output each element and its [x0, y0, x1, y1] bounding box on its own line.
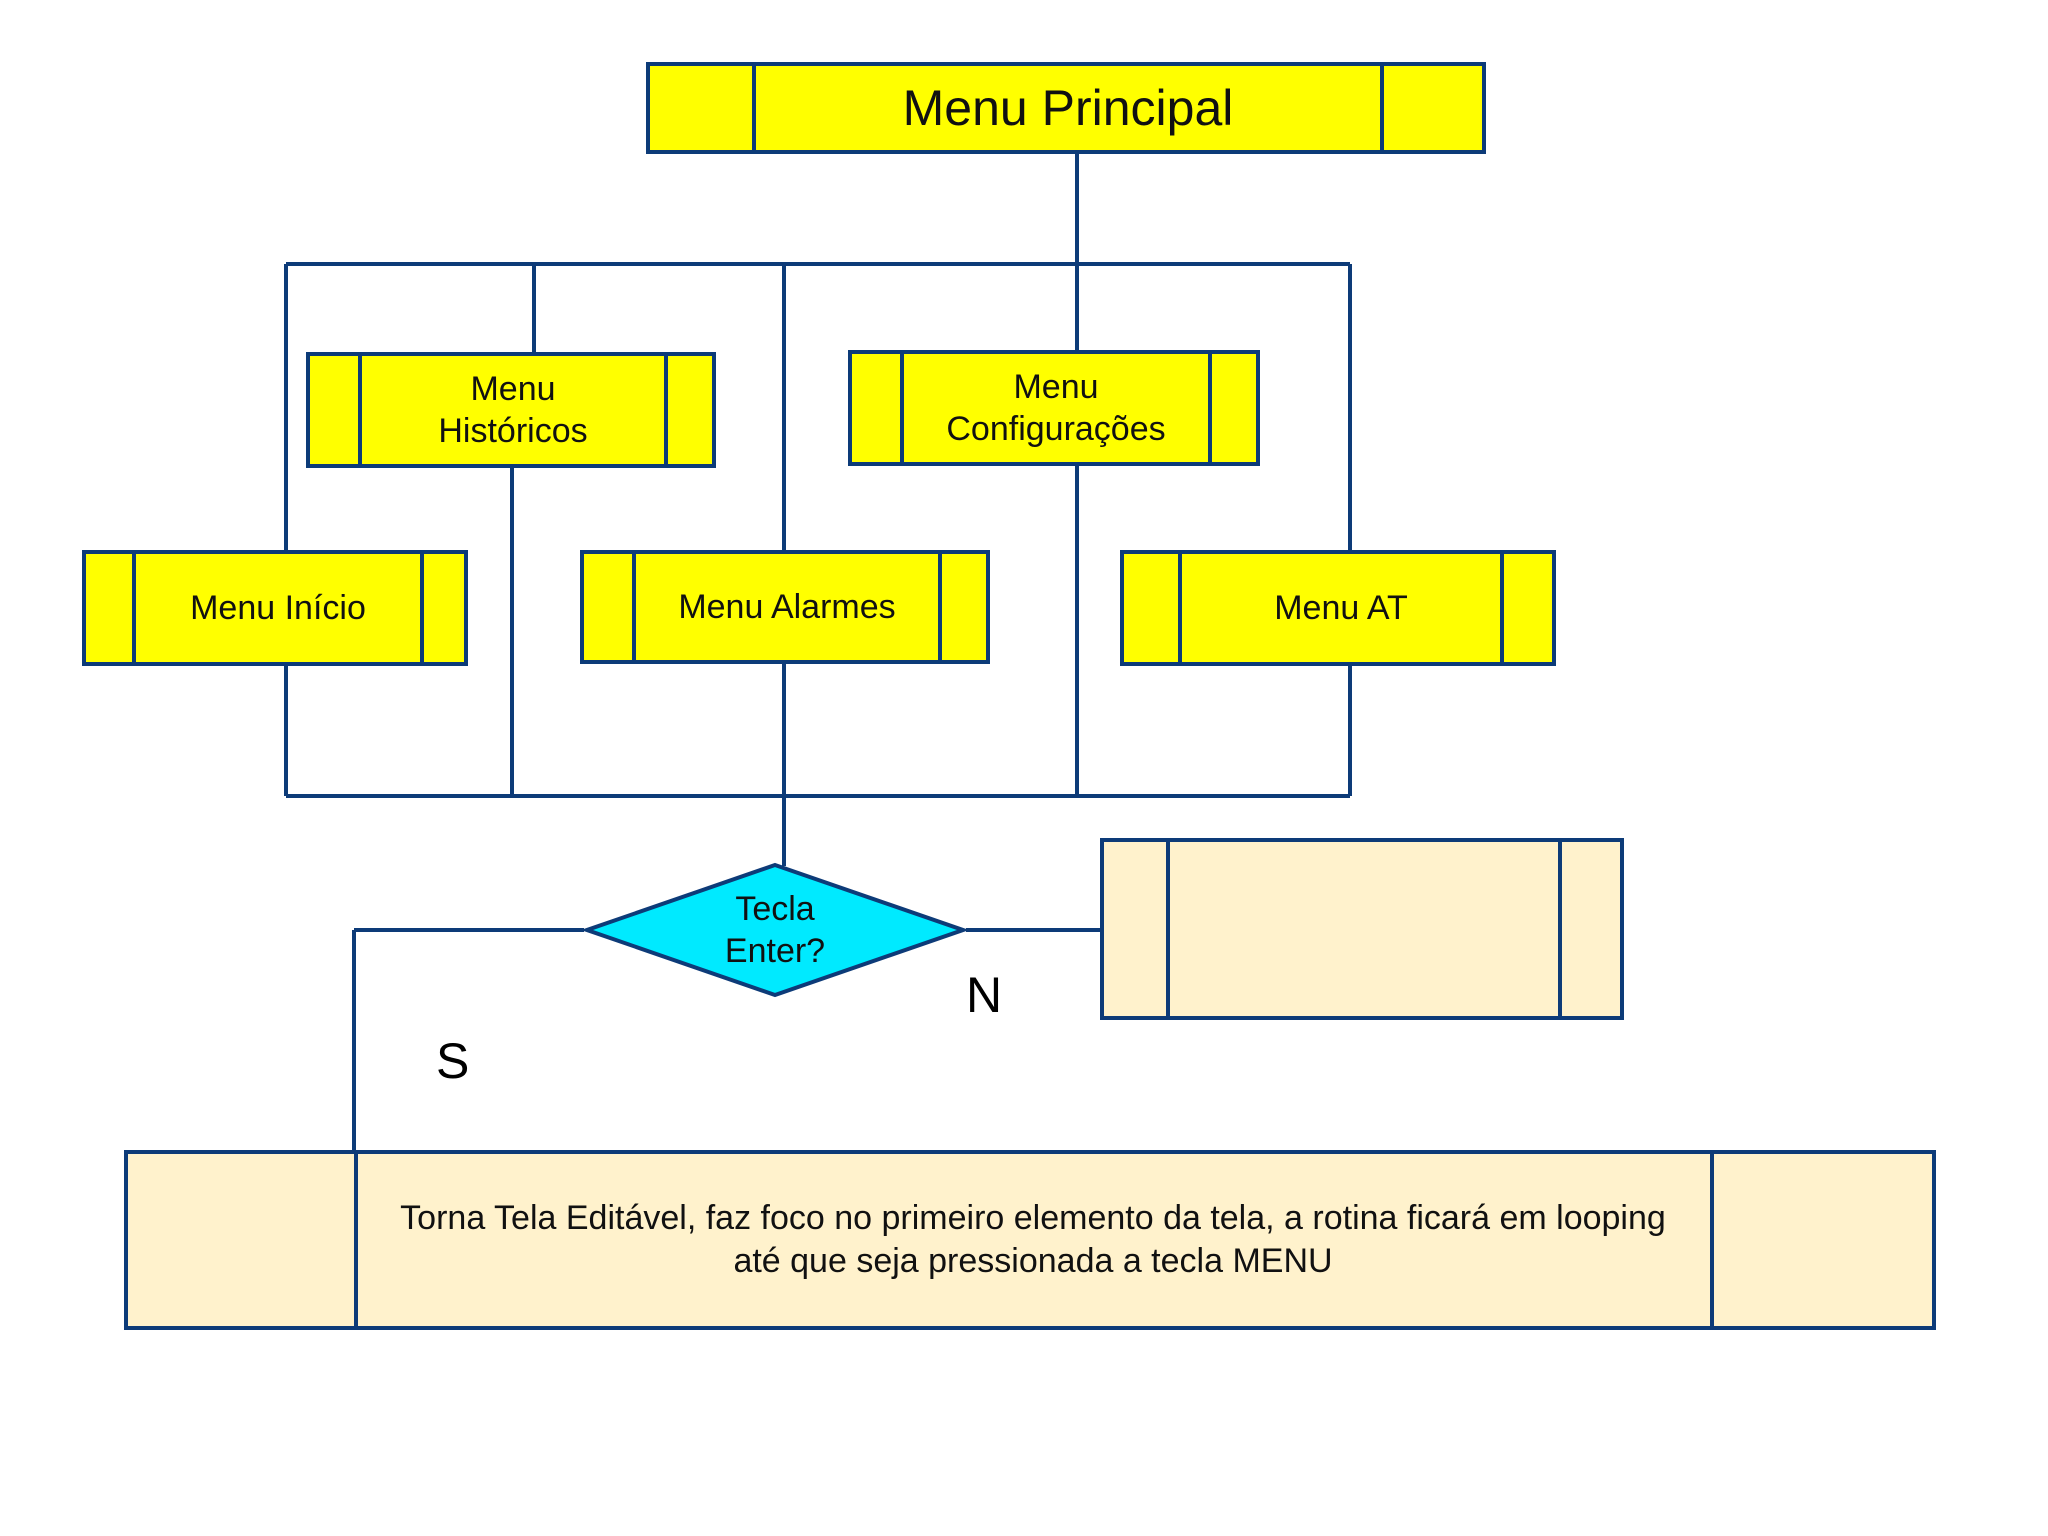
node-label: Menu Principal — [902, 80, 1234, 136]
node-bar-left — [1178, 554, 1182, 662]
node-bar-right — [1710, 1154, 1714, 1326]
node-bar-right — [664, 356, 668, 464]
decision-diamond-shape — [584, 862, 966, 998]
node-bar-right — [1208, 354, 1212, 462]
node-label — [1170, 842, 1558, 1016]
node-menu-configuracoes: Menu Configurações — [848, 350, 1260, 466]
node-label: Menu AT — [1274, 588, 1408, 627]
node-label: Menu Configurações — [946, 368, 1166, 448]
node-bar-left — [752, 66, 756, 150]
node-bar-right — [420, 554, 424, 662]
node-bar-left — [132, 554, 136, 662]
node-process-no — [1100, 838, 1624, 1020]
branch-label-yes: S — [436, 1033, 470, 1089]
node-label: Menu Início — [190, 588, 366, 627]
node-menu-principal: Menu Principal — [646, 62, 1486, 154]
node-label: Torna Tela Editável, faz foco no primeir… — [400, 1199, 1666, 1280]
node-bar-right — [1558, 842, 1562, 1016]
node-bar-left — [1166, 842, 1170, 1016]
node-bar-left — [354, 1154, 358, 1326]
node-bar-left — [632, 554, 636, 660]
node-menu-at: Menu AT — [1120, 550, 1556, 666]
node-process-yes: Torna Tela Editável, faz foco no primeir… — [124, 1150, 1936, 1330]
node-menu-historicos: Menu Históricos — [306, 352, 716, 468]
node-decision: Tecla Enter? — [584, 862, 966, 998]
node-bar-right — [938, 554, 942, 660]
node-label: Menu Alarmes — [678, 587, 896, 626]
node-menu-alarmes: Menu Alarmes — [580, 550, 990, 664]
node-bar-right — [1380, 66, 1384, 150]
branch-label-no: N — [966, 967, 1003, 1023]
node-bar-right — [1500, 554, 1504, 662]
decision-label: Tecla Enter? — [724, 890, 826, 970]
node-bar-left — [358, 356, 362, 464]
node-bar-left — [900, 354, 904, 462]
node-label: Menu Históricos — [438, 370, 588, 450]
node-menu-inicio: Menu Início — [82, 550, 468, 666]
